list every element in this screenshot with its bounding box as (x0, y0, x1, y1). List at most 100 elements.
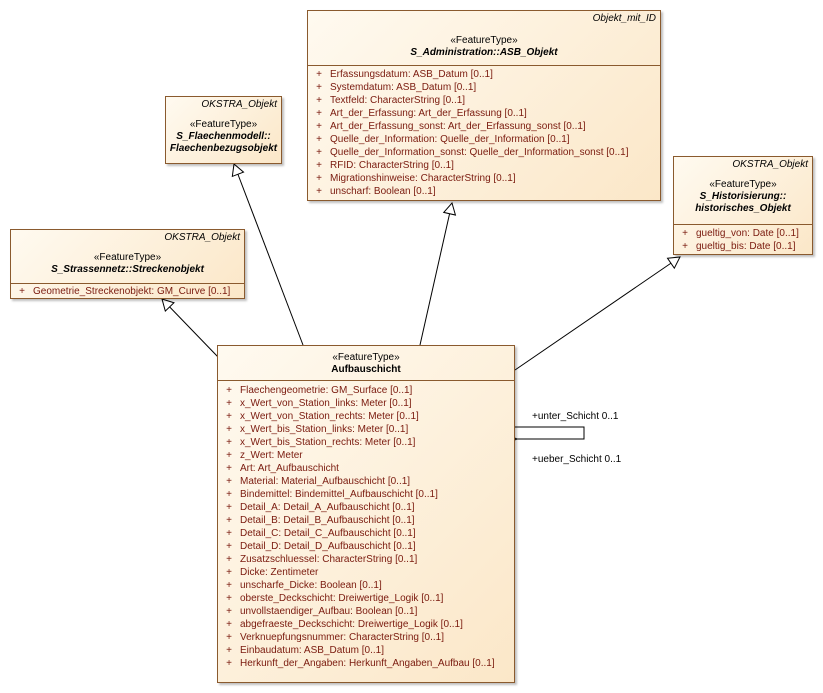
visibility-marker: + (226, 528, 232, 539)
attribute-row[interactable]: + Quelle_der_Information_sonst: Quelle_de… (308, 146, 660, 159)
attribute-text: Erfassungsdatum: ASB_Datum [0..1] (330, 69, 493, 80)
stereotype-label: «FeatureType» (450, 35, 518, 46)
attribute-text: Geometrie_Streckenobjekt: GM_Curve [0..1… (33, 286, 231, 297)
attribute-row[interactable]: +Art: Art_Aufbauschicht (218, 462, 514, 475)
attribute-row[interactable]: +abgefraeste_Deckschicht: Dreiwertige_Lo… (218, 618, 514, 631)
attribute-text: Bindemittel: Bindemittel_Aufbauschicht [… (240, 489, 438, 500)
attribute-row[interactable]: +Detail_D: Detail_D_Aufbauschicht [0..1] (218, 540, 514, 553)
package-label: OKSTRA_Objekt (732, 159, 808, 170)
class-streckenobjekt[interactable]: OKSTRA_Objekt «FeatureType» S_Strassenne… (10, 229, 245, 299)
attribute-row[interactable]: +x_Wert_bis_Station_rechts: Meter [0..1] (218, 436, 514, 449)
attribute-row[interactable]: +Verknuepfungsnummer: CharacterString [0… (218, 631, 514, 644)
attribute-row[interactable]: +unvollstaendiger_Aufbau: Boolean [0..1] (218, 605, 514, 618)
attribute-row[interactable]: +Einbaudatum: ASB_Datum [0..1] (218, 644, 514, 657)
visibility-marker: + (226, 424, 232, 435)
class-aufbauschicht[interactable]: «FeatureType» Aufbauschicht +Flaechengeo… (217, 345, 515, 683)
package-label: OKSTRA_Objekt (201, 99, 277, 110)
generalization-to-flaechenbezugsobjekt[interactable] (231, 163, 304, 346)
generalization-to-streckenobjekt[interactable] (161, 298, 219, 358)
attribute-row[interactable]: + Art_der_Erfassung: Art_der_Erfassung [0… (308, 107, 660, 120)
attribute-row[interactable]: +x_Wert_bis_Station_links: Meter [0..1] (218, 423, 514, 436)
class-name: S_Administration::ASB_Objekt (410, 47, 558, 58)
visibility-marker: + (226, 463, 232, 474)
visibility-marker: + (226, 489, 232, 500)
visibility-marker: + (226, 658, 232, 669)
generalization-to-asb-objekt[interactable] (419, 201, 457, 346)
visibility-marker: + (226, 606, 232, 617)
attribute-row[interactable]: + RFID: CharacterString [0..1] (308, 159, 660, 172)
attribute-row[interactable]: +Detail_A: Detail_A_Aufbauschicht [0..1] (218, 501, 514, 514)
package-label: OKSTRA_Objekt (164, 232, 240, 243)
attribute-row[interactable]: +Zusatzschluessel: CharacterString [0..1… (218, 553, 514, 566)
attribute-text: x_Wert_bis_Station_rechts: Meter [0..1] (240, 437, 416, 448)
class-flaechenbezugsobjekt[interactable]: OKSTRA_Objekt «FeatureType» S_Flaechenmo… (165, 96, 282, 164)
attribute-row[interactable]: +gueltig_bis: Date [0..1] (674, 240, 812, 253)
attribute-row[interactable]: +oberste_Deckschicht: Dreiwertige_Logik … (218, 592, 514, 605)
attribute-row[interactable]: + Detail_C: Detail_C_Aufbauschicht [0..1] (218, 527, 514, 540)
attribute-text: Art_der_Erfassung_sonst: Art_der_Erfassu… (330, 121, 586, 132)
attribute-row[interactable]: +Systemdatum: ASB_Datum [0..1] (308, 81, 660, 94)
attribute-text: unscharfe_Dicke: Boolean [0..1] (240, 580, 382, 591)
attribute-row[interactable]: +Material: Material_Aufbauschicht [0..1] (218, 475, 514, 488)
visibility-marker: + (316, 69, 322, 80)
attribute-row[interactable]: +unscharf: Boolean [0..1] (308, 185, 660, 198)
attribute-row[interactable]: + Bindemittel: Bindemittel_Aufbauschicht … (218, 488, 514, 501)
attribute-row[interactable]: +z_Wert: Meter (218, 449, 514, 462)
visibility-marker: + (316, 82, 322, 93)
attribute-text: Detail_C: Detail_C_Aufbauschicht [0..1] (240, 528, 416, 539)
visibility-marker: + (226, 645, 232, 656)
visibility-marker: + (19, 286, 25, 297)
attribute-text: Textfeld: CharacterString [0..1] (330, 95, 466, 106)
visibility-marker: + (226, 541, 232, 552)
attribute-row[interactable]: + Quelle_der_Information: Quelle_der_Info… (308, 133, 660, 146)
visibility-marker: + (226, 515, 232, 526)
visibility-marker: + (316, 160, 322, 171)
attribute-row[interactable]: +gueltig_von: Date [0..1] (674, 227, 812, 240)
visibility-marker: + (226, 554, 232, 565)
attribute-row[interactable]: +Migrationshinweise: CharacterString [0.… (308, 172, 660, 185)
stereotype-label: «FeatureType» (332, 352, 400, 363)
attribute-text: z_Wert: Meter (240, 450, 303, 461)
attribute-text: Art_der_Erfassung: Art_der_Erfassung [0.… (330, 108, 527, 119)
attribute-list: + Erfassungsdatum: ASB_Datum [0..1] +Syst… (308, 68, 660, 198)
attribute-row[interactable]: +x_Wert_von_Station_rechts: Meter [0..1] (218, 410, 514, 423)
attribute-row[interactable]: +Herkunft_der_Angaben: Herkunft_Angaben_… (218, 657, 514, 670)
visibility-marker: + (226, 632, 232, 643)
attribute-row[interactable]: +Textfeld: CharacterString [0..1] (308, 94, 660, 107)
attribute-text: Quelle_der_Information_sonst: Quelle_der… (330, 147, 629, 158)
class-name: Aufbauschicht (331, 364, 401, 375)
visibility-marker: + (316, 147, 322, 158)
attribute-text: Quelle_der_Information: Quelle_der_Infor… (330, 134, 570, 145)
attribute-row[interactable]: +Dicke: Zentimeter (218, 566, 514, 579)
attribute-text: gueltig_bis: Date [0..1] (696, 241, 796, 252)
class-asb-objekt[interactable]: Objekt_mit_ID «FeatureType» S_Administra… (307, 10, 661, 201)
attribute-row[interactable]: +Art_der_Erfassung_sonst: Art_der_Erfass… (308, 120, 660, 133)
attribute-row[interactable]: + Erfassungsdatum: ASB_Datum [0..1] (308, 68, 660, 81)
attribute-text: RFID: CharacterString [0..1] (330, 160, 454, 171)
attribute-row[interactable]: + Geometrie_Streckenobjekt: GM_Curve [0..… (11, 285, 244, 298)
attribute-row[interactable]: +Detail_B: Detail_B_Aufbauschicht [0..1] (218, 514, 514, 527)
visibility-marker: + (226, 398, 232, 409)
visibility-marker: + (226, 476, 232, 487)
class-name: S_Strassennetz::Streckenobjekt (51, 264, 204, 275)
self-association-aufbauschicht[interactable] (515, 426, 585, 439)
stereotype-label: «FeatureType» (709, 179, 777, 190)
visibility-marker: + (226, 580, 232, 591)
class-name-line-1: S_Historisierung:: (699, 191, 787, 202)
class-name-line-2: historisches_Objekt (695, 203, 791, 214)
attribute-row[interactable]: +Flaechengeometrie: GM_Surface [0..1] (218, 384, 514, 397)
visibility-marker: + (316, 108, 322, 119)
visibility-marker: + (226, 619, 232, 630)
role-label-ueber-schicht: +ueber_Schicht 0..1 (532, 454, 622, 465)
class-historisches-objekt[interactable]: OKSTRA_Objekt «FeatureType» S_Historisie… (673, 156, 813, 255)
compartment-divider (308, 65, 660, 66)
generalization-to-historisches-objekt[interactable] (514, 256, 681, 371)
attribute-row[interactable]: +x_Wert_von_Station_links: Meter [0..1] (218, 397, 514, 410)
attribute-row[interactable]: + unscharfe_Dicke: Boolean [0..1] (218, 579, 514, 592)
attribute-list: +gueltig_von: Date [0..1] +gueltig_bis: … (674, 227, 812, 253)
visibility-marker: + (226, 567, 232, 578)
visibility-marker: + (316, 173, 322, 184)
visibility-marker: + (316, 134, 322, 145)
class-name-line-2: Flaechenbezugsobjekt (169, 143, 278, 154)
